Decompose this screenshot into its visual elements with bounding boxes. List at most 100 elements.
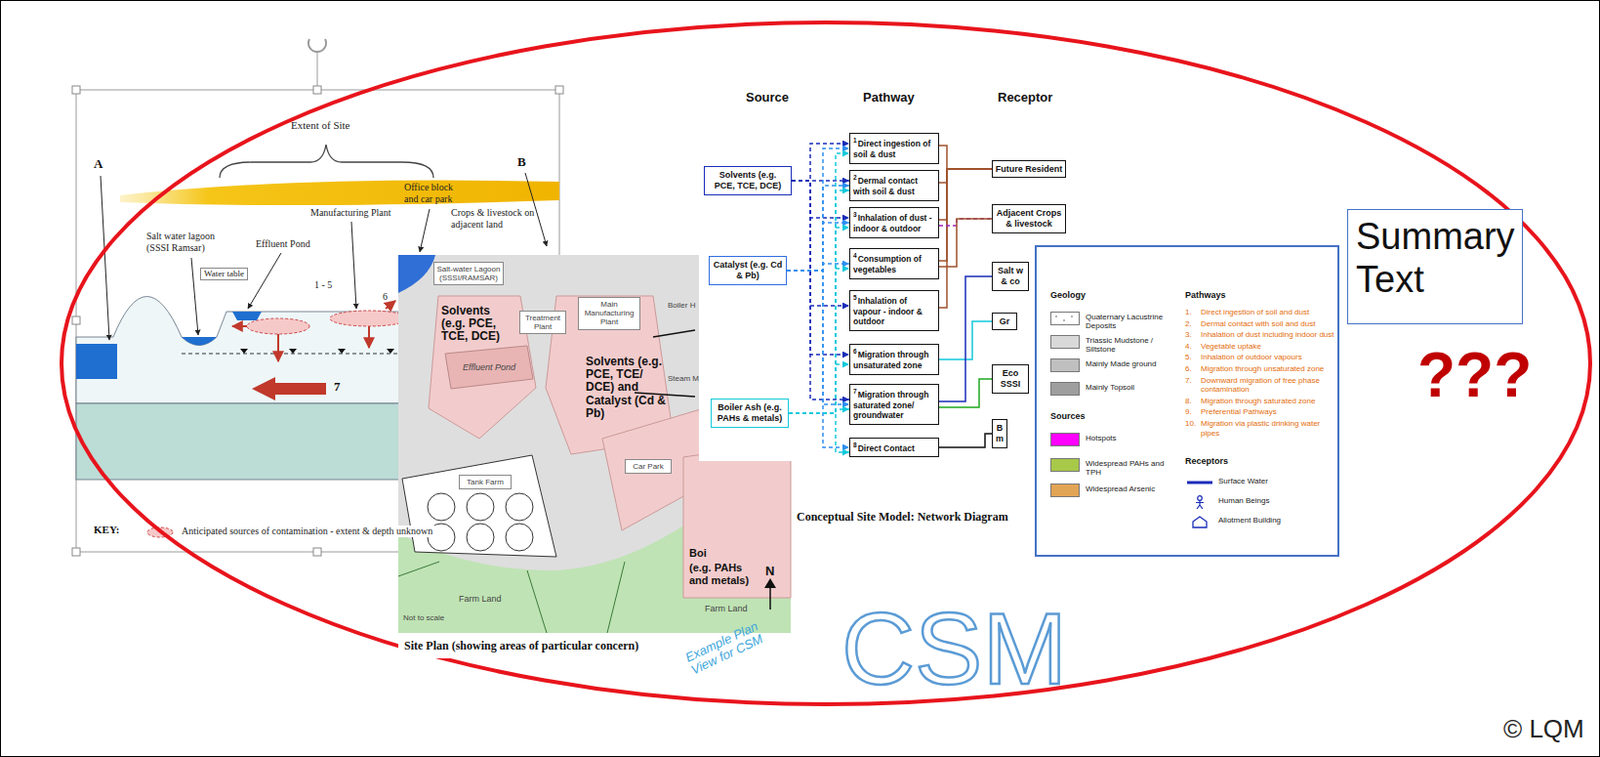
connector <box>939 276 992 402</box>
legend-box: GeologySourcesPathways1.Direct ingestion… <box>1034 245 1340 557</box>
legend-text: Human Beings <box>1218 495 1270 505</box>
field-line <box>398 561 440 576</box>
site-label-box: Treatment Plant <box>519 310 567 334</box>
connector <box>939 378 992 408</box>
network-panel <box>698 82 1037 461</box>
pathway-number: 7 <box>853 387 858 395</box>
legend-swatch <box>1050 358 1080 372</box>
zone-label: Solvents (e.g. PCE, TCE/ DCE) and Cataly… <box>585 355 668 420</box>
node-text: Treatment Plant <box>522 313 564 331</box>
legend-text: Hotspots <box>1085 433 1176 443</box>
section-label: Water table <box>200 267 248 281</box>
node-text: Eco SSSI <box>994 368 1026 390</box>
lagoon <box>398 254 436 293</box>
pathway-number: 8 <box>853 441 858 449</box>
leader-line <box>191 257 199 335</box>
node-text: Tank Farm <box>461 477 509 487</box>
field-line <box>607 561 625 633</box>
connector <box>786 263 850 271</box>
connector <box>939 218 992 267</box>
pathway-number: 1 <box>853 136 858 144</box>
pathway-item: Inhalation of dust including indoor dust <box>1200 329 1336 340</box>
brace <box>219 144 434 178</box>
legend-text: Allotment Building <box>1218 515 1281 525</box>
pathway-number: 10. <box>1185 418 1196 429</box>
pathway-number: 6. <box>1185 364 1192 374</box>
site-label: Steam M <box>667 373 699 384</box>
site-extent-band <box>120 180 560 206</box>
zone-label: Boi <box>689 546 707 560</box>
connector <box>788 227 850 413</box>
pathway-number: 4 <box>853 251 858 259</box>
tank <box>466 492 494 521</box>
receptor-box: Salt w & co <box>991 261 1029 291</box>
north-label: N <box>765 564 775 577</box>
node-text: Migration through unsaturated zone <box>853 349 929 370</box>
node-text: Solvents (e.g. PCE, TCE, DCE) <box>707 169 788 192</box>
pathway-box: 7Migration through saturated zone/ groun… <box>849 383 940 425</box>
pathway-box: 8Direct Contact <box>849 437 940 457</box>
node-text: Car Park <box>627 461 669 471</box>
section-label: Manufacturing Plant <box>310 206 391 219</box>
leader-line <box>351 221 357 309</box>
concern-zone <box>683 441 791 598</box>
migration-arrow <box>368 326 370 348</box>
connector <box>788 412 850 452</box>
tank <box>505 523 534 551</box>
pathway-box: 6Migration through unsaturated zone <box>849 343 940 374</box>
north-arrow-head <box>764 577 777 588</box>
key-text: Anticipated sources of contamination - e… <box>179 525 435 537</box>
pipe <box>653 329 696 337</box>
column-heading: Source <box>745 89 789 106</box>
site-label-box: Tank Farm <box>458 474 512 490</box>
site-label: Farm Land <box>704 603 748 615</box>
building-outline <box>1192 516 1207 528</box>
handle <box>72 85 81 94</box>
legend-sample <box>1185 475 1215 490</box>
leader-line <box>100 175 110 340</box>
callout-number: 6 <box>382 290 388 303</box>
legend-heading: Receptors <box>1185 455 1229 467</box>
connector <box>786 270 850 405</box>
pattern-dot <box>1070 315 1073 318</box>
csm-wordart: CSM <box>841 597 1067 699</box>
node-text: B m <box>994 422 1005 445</box>
migration-arrows <box>232 300 396 362</box>
node-text: Gr <box>994 316 1015 328</box>
effluent-pond <box>445 345 534 389</box>
legend-swatch <box>1050 457 1080 472</box>
pathway-item: Downward migration of free phase contami… <box>1200 375 1336 395</box>
connector <box>791 180 850 355</box>
receptor-box: Adjacent Crops & livestock <box>991 204 1067 234</box>
connector <box>788 153 850 413</box>
pathway-item: Vegetable uptake <box>1200 341 1336 352</box>
csm-ellipse <box>61 22 1591 704</box>
legend-heading: Geology <box>1050 289 1086 301</box>
migration-arrow <box>277 333 280 362</box>
node-text: Adjacent Crops & livestock <box>994 207 1064 230</box>
legend-text: Widespread Arsenic <box>1085 484 1176 493</box>
section-end-letter: A <box>93 156 103 172</box>
pathway-box: 1Direct ingestion of soil & dust <box>849 132 940 164</box>
connector <box>788 190 850 413</box>
node-text: Dermal contact with soil & dust <box>853 175 918 197</box>
scale-note: Not to scale <box>403 613 445 623</box>
pattern-dot <box>1063 319 1066 322</box>
person-body <box>1195 500 1204 510</box>
tanks <box>427 492 534 551</box>
pathway-item: Migration through saturated zone <box>1200 396 1336 407</box>
question-marks: ??? <box>1417 343 1532 407</box>
connector <box>939 433 992 448</box>
receptor-box: Eco SSSI <box>991 364 1029 394</box>
field-line <box>527 570 547 633</box>
column-heading: Receptor <box>997 89 1053 106</box>
pathway-item: Migration via plastic drinking water pip… <box>1200 418 1336 438</box>
figure-caption: Conceptual Site Model: Network Diagram <box>794 509 1011 524</box>
pathway-box: 5Inhalation of vapour - indoor & outdoor <box>849 289 940 331</box>
source-box: Catalyst (e.g. Cd & Pb) <box>708 255 787 286</box>
pathway-item: Inhalation of outdoor vapours <box>1200 352 1336 363</box>
legend-text: Surface Water <box>1218 476 1269 486</box>
source-zone <box>329 310 409 327</box>
